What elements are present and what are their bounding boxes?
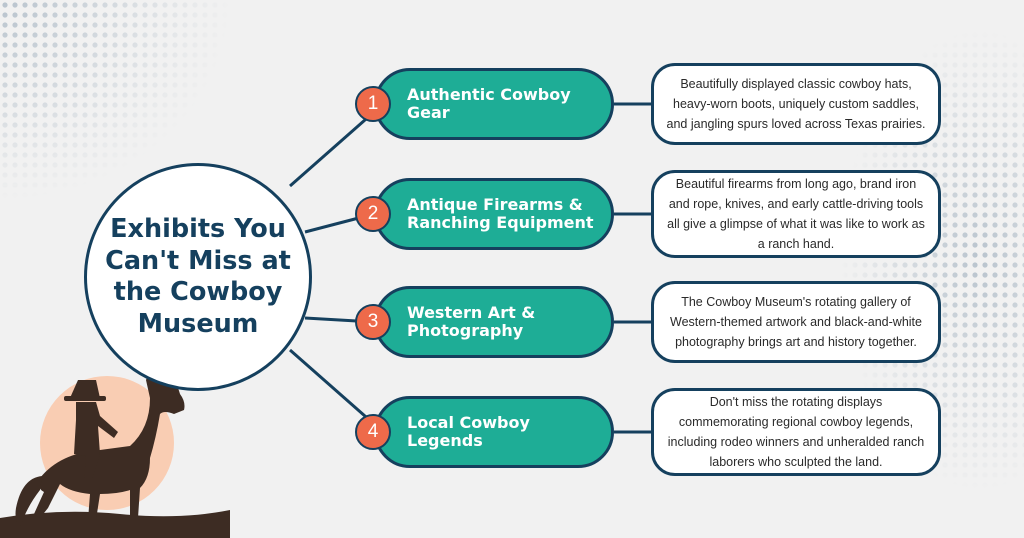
exhibit-description-4: Don't miss the rotating displays commemo… xyxy=(651,388,941,476)
exhibit-description-1: Beautifully displayed classic cowboy hat… xyxy=(651,63,941,145)
exhibit-description-text-4: Don't miss the rotating displays commemo… xyxy=(667,395,925,469)
exhibit-description-text-1: Beautifully displayed classic cowboy hat… xyxy=(666,77,926,131)
exhibit-label-2: Antique Firearms & Ranching Equipment xyxy=(407,195,594,232)
exhibit-label-3: Western Art & Photography xyxy=(407,303,536,340)
exhibit-description-2: Beautiful firearms from long ago, brand … xyxy=(651,170,941,258)
connector-1 xyxy=(289,110,375,188)
number-badge-2: 2 xyxy=(355,196,391,232)
number-badge-3: 3 xyxy=(355,304,391,340)
page-title: Exhibits You Can't Miss at the Cowboy Mu… xyxy=(105,214,291,339)
exhibit-description-3: The Cowboy Museum's rotating gallery of … xyxy=(651,281,941,363)
exhibit-pill-2: Antique Firearms & Ranching Equipment xyxy=(374,178,614,250)
exhibit-label-1: Authentic Cowboy Gear xyxy=(407,85,571,122)
exhibit-description-text-3: The Cowboy Museum's rotating gallery of … xyxy=(670,295,922,349)
exhibit-pill-3: Western Art & Photography xyxy=(374,286,614,358)
cowboy-silhouette-icon xyxy=(0,360,230,538)
connector-4 xyxy=(289,348,375,426)
exhibit-pill-4: Local Cowboy Legends xyxy=(374,396,614,468)
number-badge-1: 1 xyxy=(355,86,391,122)
exhibit-label-4: Local Cowboy Legends xyxy=(407,413,530,450)
number-badge-4: 4 xyxy=(355,414,391,450)
exhibit-pill-1: Authentic Cowboy Gear xyxy=(374,68,614,140)
exhibit-description-text-2: Beautiful firearms from long ago, brand … xyxy=(667,177,925,251)
title-circle: Exhibits You Can't Miss at the Cowboy Mu… xyxy=(84,163,312,391)
